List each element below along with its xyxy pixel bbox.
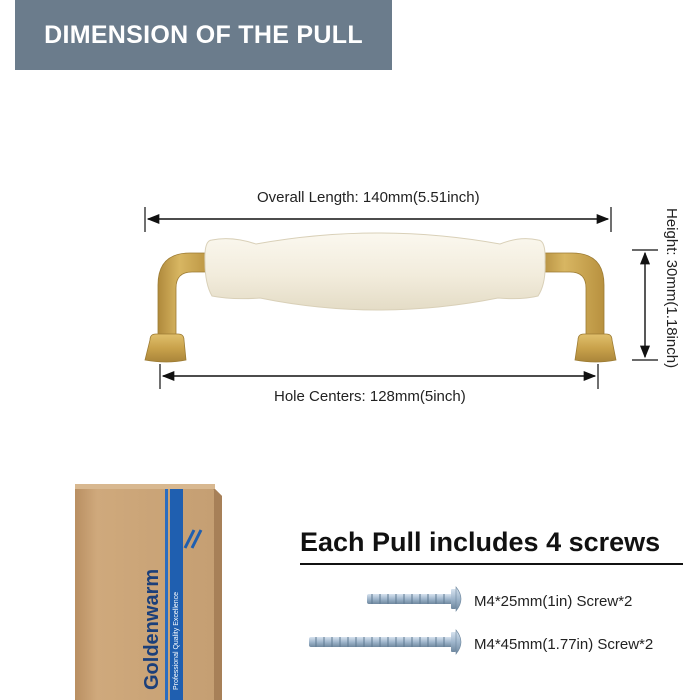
overall-length-dimension bbox=[144, 207, 612, 232]
long-screw bbox=[309, 629, 462, 655]
product-box: Goldenwarm Professional Quality Excellen… bbox=[75, 484, 222, 700]
left-brass-foot bbox=[144, 333, 187, 363]
title-banner: DIMENSION OF THE PULL bbox=[15, 0, 392, 70]
height-dimension bbox=[632, 249, 658, 361]
right-brass-leg bbox=[537, 252, 605, 339]
left-brass-leg bbox=[157, 252, 213, 339]
hole-centers-label: Hole Centers: 128mm(5inch) bbox=[274, 388, 466, 405]
cabinet-pull bbox=[144, 232, 617, 363]
short-screw-label: M4*25mm(1in) Screw*2 bbox=[474, 593, 633, 610]
hole-centers-dimension bbox=[159, 364, 599, 389]
screws-title: Each Pull includes 4 screws bbox=[300, 527, 661, 557]
right-brass-foot bbox=[574, 333, 617, 363]
ceramic-handle bbox=[204, 232, 546, 311]
overall-length-label: Overall Length: 140mm(5.51inch) bbox=[257, 189, 480, 206]
box-brand: Goldenwarm bbox=[141, 569, 163, 690]
banner-title: DIMENSION OF THE PULL bbox=[44, 20, 363, 49]
height-label: Height: 30mm(1.18inch) bbox=[663, 208, 680, 369]
box-blue-stripe bbox=[170, 489, 183, 700]
box-tagline: Professional Quality Excellence bbox=[173, 592, 180, 690]
screws-title-underline bbox=[300, 563, 683, 565]
long-screw-label: M4*45mm(1.77in) Screw*2 bbox=[474, 636, 654, 653]
short-screw bbox=[367, 586, 462, 612]
